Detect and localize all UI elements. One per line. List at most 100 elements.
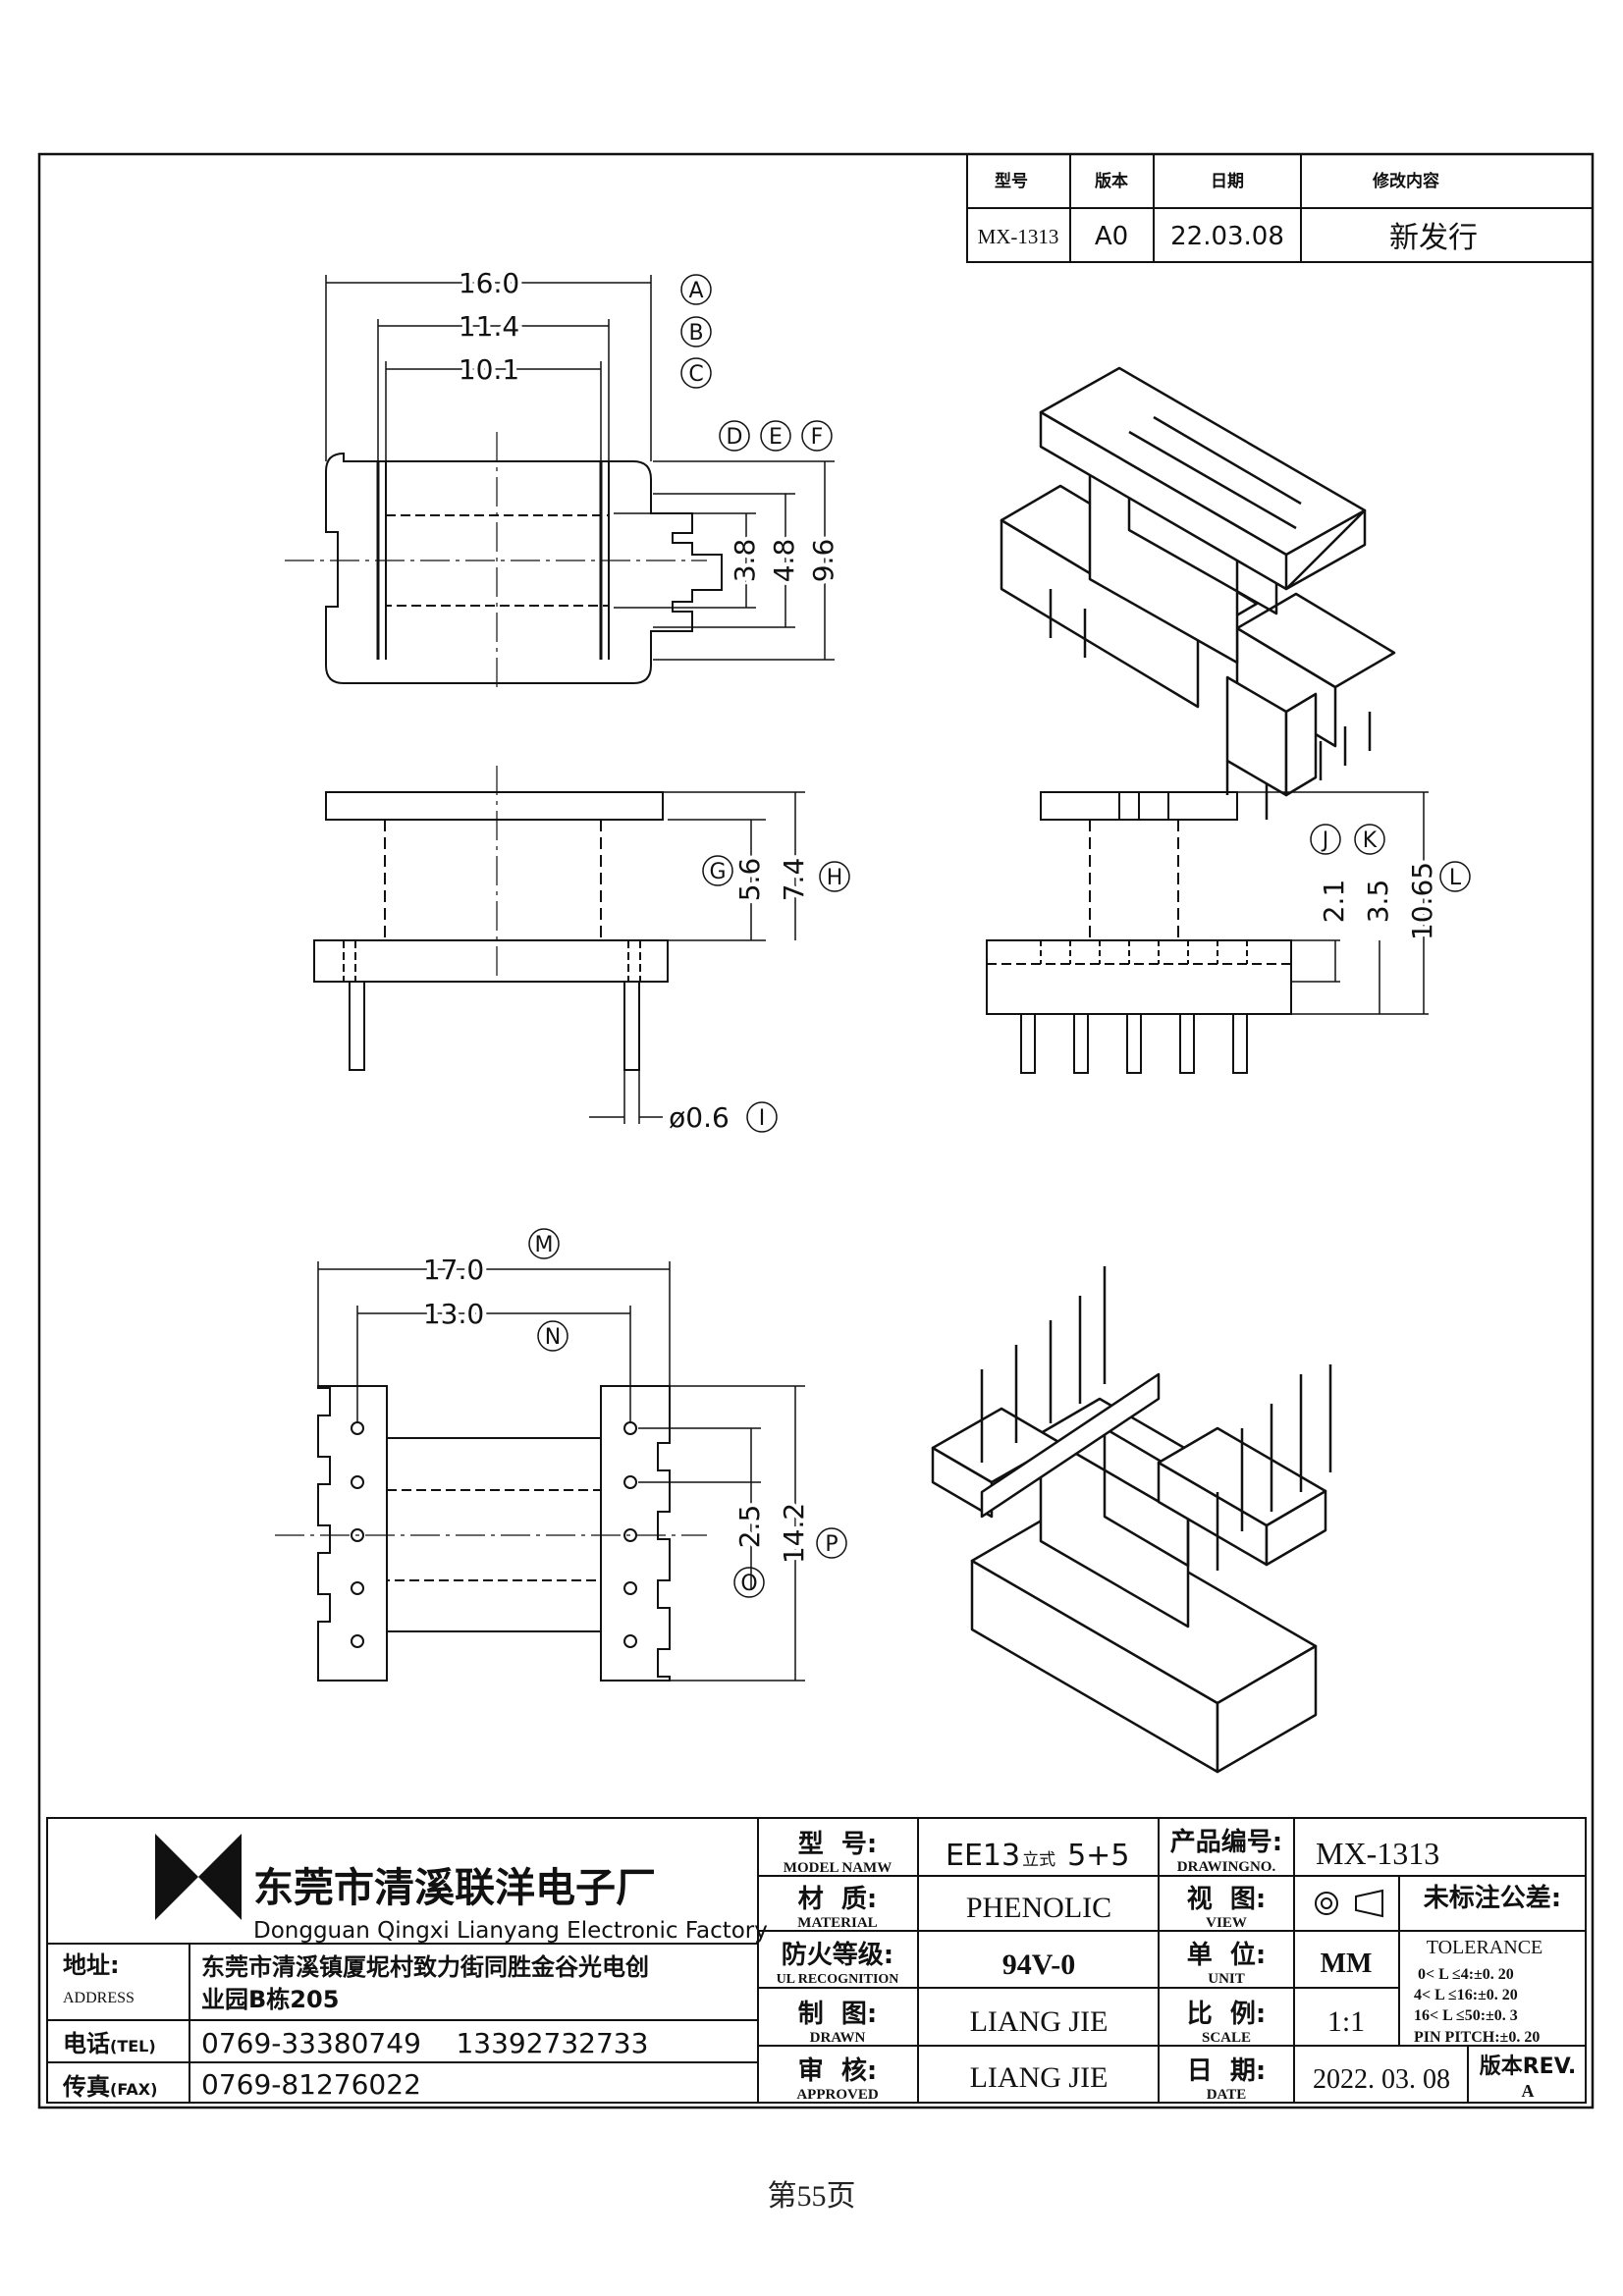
balloon-o: O xyxy=(740,1572,757,1596)
drawn-label-en: DRAWN xyxy=(810,2030,866,2046)
rev-row-change: 新发行 xyxy=(1389,221,1478,255)
balloon-g-circle xyxy=(702,855,733,886)
scale-label: 比 例: xyxy=(1187,2000,1267,2029)
balloon-i-circle xyxy=(746,1101,778,1133)
drawn-label: 制 图: xyxy=(798,2000,878,2029)
fire-label-en: UL RECOGNITION xyxy=(777,1972,899,1987)
rev-row-version: A0 xyxy=(1095,222,1128,251)
dim-0-6: ø0.6 xyxy=(669,1101,730,1134)
balloon-h: H xyxy=(827,866,843,890)
balloon-n-circle xyxy=(537,1320,568,1352)
drawing-no-label: 产品编号: xyxy=(1170,1827,1282,1857)
scale-label-en: SCALE xyxy=(1202,2030,1251,2046)
iso-view-top xyxy=(1000,366,1396,820)
balloon-k: K xyxy=(1363,828,1378,853)
model-label: 型 号: xyxy=(798,1830,878,1859)
material-label: 材 质: xyxy=(798,1885,878,1914)
view-label-en: VIEW xyxy=(1206,1915,1247,1931)
rev-header-model: 型号 xyxy=(995,171,1028,191)
dim-3-5: 3.5 xyxy=(1362,880,1394,924)
fax-label: 传真(FAX) xyxy=(62,2073,157,2101)
approved-value: LIANG JIE xyxy=(970,2061,1109,2094)
address-label: 地址: xyxy=(63,1951,120,1979)
dim-13-0: 13.0 xyxy=(423,1298,484,1330)
balloon-c: C xyxy=(688,362,703,387)
tolerance-line-2: 4< L ≤16:±0. 20 xyxy=(1414,1987,1518,2003)
tel-value: 0769-33380749 13392732733 xyxy=(201,2027,648,2059)
date-label: 日 期: xyxy=(1187,2056,1267,2086)
company-name-en: Dongguan Qingxi Lianyang Electronic Fact… xyxy=(253,1918,768,1944)
address-line1: 东莞市清溪镇厦坭村致力街同胜金谷光电创 xyxy=(201,1953,649,1981)
material-value: PHENOLIC xyxy=(966,1892,1111,1924)
balloon-l: L xyxy=(1449,866,1462,890)
balloons-abc xyxy=(680,274,833,452)
balloon-j: J xyxy=(1321,828,1329,853)
dim-5-6: 5.6 xyxy=(733,858,766,902)
approved-label-en: APPROVED xyxy=(796,2087,878,2103)
revision-table xyxy=(966,153,1594,263)
balloon-b: B xyxy=(688,321,703,346)
tolerance-line-1: 0< L ≤4:±0. 20 xyxy=(1418,1966,1514,1983)
date-label-en: DATE xyxy=(1207,2087,1247,2103)
balloon-i: I xyxy=(759,1106,766,1131)
bottom-view xyxy=(275,1261,805,1682)
unit-label: 单 位: xyxy=(1187,1940,1267,1970)
dim-17-0: 17.0 xyxy=(423,1254,484,1286)
date-value: 2022. 03. 08 xyxy=(1313,2064,1450,2095)
rev-header-version: 版本 xyxy=(1095,171,1128,191)
tel-label: 电话(TEL) xyxy=(63,2030,156,2057)
balloon-h-circle xyxy=(819,861,850,892)
side-view xyxy=(986,791,1429,1074)
drawn-value: LIANG JIE xyxy=(970,2005,1109,2038)
rev-label: 版本REV. xyxy=(1480,2055,1577,2079)
dim-7-4: 7.4 xyxy=(778,858,810,902)
top-view-dims xyxy=(325,275,835,661)
balloon-n: N xyxy=(545,1325,561,1350)
tolerance-title-en: TOLERANCE xyxy=(1427,1937,1543,1958)
fax-value: 0769-81276022 xyxy=(201,2068,421,2101)
dim-2-5: 2.5 xyxy=(733,1505,766,1549)
balloon-a: A xyxy=(688,279,703,303)
dim-10-1: 10.1 xyxy=(459,353,519,386)
tolerance-line-4: PIN PITCH:±0. 20 xyxy=(1414,2029,1540,2046)
address-line2: 业园B栋205 xyxy=(201,1986,339,2013)
rev-row-date: 22.03.08 xyxy=(1170,222,1284,251)
balloon-p: P xyxy=(825,1532,838,1557)
dim-10-65: 10.65 xyxy=(1406,862,1438,940)
balloon-g: G xyxy=(709,860,726,884)
approved-label: 审 核: xyxy=(798,2056,878,2086)
balloon-f: F xyxy=(811,425,824,450)
balloon-l-circle xyxy=(1439,861,1471,892)
outer-frame xyxy=(37,152,1595,2109)
balloon-o-circle xyxy=(733,1567,765,1598)
balloon-e: E xyxy=(769,425,783,450)
balloon-m: M xyxy=(535,1233,554,1257)
title-block-grid xyxy=(46,1817,1587,2104)
drawing-no-label-en: DRAWINGNO. xyxy=(1177,1859,1276,1875)
drawing-no-value: MX-1313 xyxy=(1316,1836,1439,1871)
dim-2-1: 2.1 xyxy=(1318,880,1350,924)
unit-value: MM xyxy=(1321,1949,1373,1979)
fire-value: 94V-0 xyxy=(1002,1949,1075,1981)
rev-value: A xyxy=(1522,2081,1535,2101)
rev-header-change: 修改内容 xyxy=(1372,171,1439,191)
dim-9-6: 9.6 xyxy=(807,539,839,583)
dim-4-8: 4.8 xyxy=(768,539,800,583)
dim-11-4: 11.4 xyxy=(459,310,519,343)
dim-14-2: 14.2 xyxy=(778,1503,810,1564)
company-logo xyxy=(155,1834,242,1920)
unit-label-en: UNIT xyxy=(1208,1971,1245,1987)
dim-16-0: 16.0 xyxy=(459,267,519,299)
fire-label: 防火等级: xyxy=(782,1940,893,1970)
balloon-j-circle xyxy=(1310,824,1341,855)
rev-header-date: 日期 xyxy=(1211,172,1244,191)
iso-view-bottom xyxy=(931,1266,1332,1774)
company-name-cn: 东莞市清溪联洋电子厂 xyxy=(253,1864,656,1911)
front-view xyxy=(313,766,805,1124)
balloon-m-circle xyxy=(528,1228,560,1259)
projection-symbol-icon xyxy=(1315,1889,1383,1918)
dim-3-8: 3.8 xyxy=(729,539,761,583)
tolerance-line-3: 16< L ≤50:±0. 3 xyxy=(1414,2007,1518,2024)
